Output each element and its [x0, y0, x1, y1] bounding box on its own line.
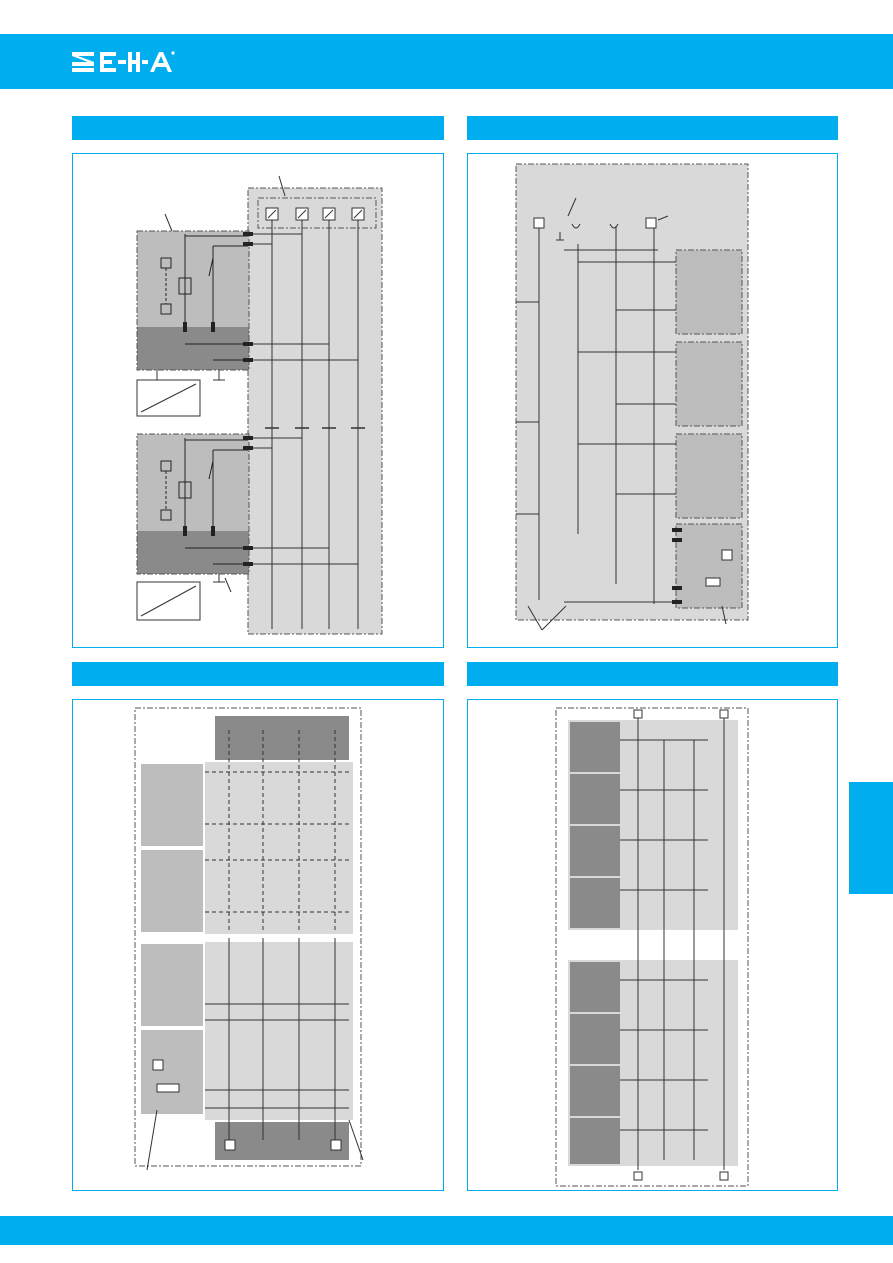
panel-heading-top-left — [72, 116, 444, 140]
eta-logo-icon — [72, 51, 175, 72]
panel-heading-top-right — [467, 116, 838, 140]
circuit-diagram-bottom-right — [555, 707, 749, 1187]
circuit-diagram-top-right — [515, 163, 749, 631]
footer-bar — [0, 1216, 893, 1245]
diagram-panel-top-left — [72, 153, 444, 648]
diagram-panel-bottom-right — [467, 699, 838, 1191]
header-bar — [0, 34, 893, 89]
circuit-diagram-top-left — [136, 175, 383, 635]
diagram-panel-top-right — [467, 153, 838, 648]
panel-heading-bottom-left — [72, 662, 444, 686]
section-tab — [849, 782, 893, 894]
panel-heading-bottom-right — [467, 662, 838, 686]
circuit-diagram-bottom-left — [134, 707, 364, 1171]
diagram-panel-bottom-left — [72, 699, 444, 1191]
